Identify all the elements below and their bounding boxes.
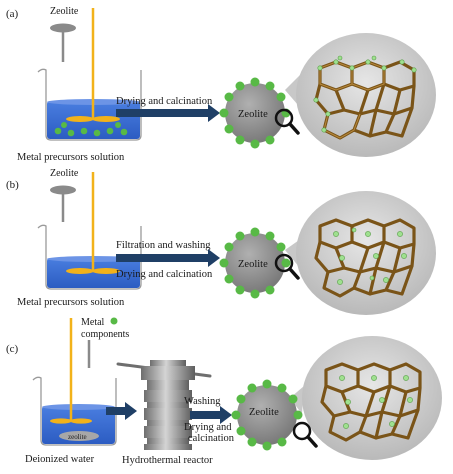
stir-blade: [66, 116, 94, 122]
panel-a-step-label: Drying and calcination: [116, 96, 213, 107]
metal-particle-legend: [110, 317, 118, 325]
stir-blade: [70, 418, 92, 424]
zeolite-bed: [59, 431, 99, 441]
panel-c-particle-label: Zeolite: [249, 407, 279, 418]
magnifier-icon: [274, 108, 300, 135]
panel-b: (b) Zeolite Metal precursors solution Fi…: [6, 168, 436, 315]
panel-a-particle-label: Zeolite: [238, 109, 268, 120]
panel-c-step-label-2: Drying and: [184, 422, 232, 433]
process-arrow: [116, 249, 220, 267]
panel-b-step-label-2: Drying and calcination: [116, 269, 213, 280]
stir-blade: [92, 268, 120, 274]
zeolite-framework-icon: [313, 55, 417, 140]
panel-a: (a) Zeolite Metal precursors solution Dr…: [6, 6, 436, 163]
zeolite-particle: Zeolite: [219, 77, 291, 149]
panel-c-step-label-3: calcination: [188, 433, 235, 444]
panel-c-tag: (c): [6, 343, 19, 355]
beaker-icon: [37, 8, 142, 141]
zoom-bubble: [290, 336, 442, 460]
beaker-icon: zeolite: [32, 318, 117, 446]
zeolite-particle: Zeolite: [219, 227, 291, 299]
panel-a-beaker-caption: Metal precursors solution: [17, 152, 125, 163]
hydrothermal-reactor-icon: [116, 360, 212, 450]
panel-a-tag: (a): [6, 8, 19, 20]
panel-b-step-label-1: Filtration and washing: [116, 240, 211, 251]
beaker-icon: [37, 172, 142, 290]
panel-c: (c) Metal components zeolite Deionized w…: [6, 317, 442, 466]
zeolite-framework-icon: [320, 362, 422, 442]
panel-c-beaker-caption: Deionized water: [25, 454, 95, 465]
stir-blade: [92, 116, 120, 122]
magnifier-icon: [292, 421, 318, 448]
panel-b-particle-label: Zeolite: [238, 259, 268, 270]
zeolite-framework-icon: [314, 218, 416, 298]
zeolite-particle: Zeolite: [231, 379, 303, 451]
panel-b-beaker-caption: Metal precursors solution: [17, 297, 125, 308]
process-arrow: [106, 402, 137, 420]
panel-b-feed-label: Zeolite: [50, 168, 79, 179]
metal-particles: [54, 122, 128, 137]
liquid: [47, 258, 140, 288]
panel-c-step-label-1: Washing: [184, 396, 221, 407]
panel-a-feed-label: Zeolite: [50, 6, 79, 17]
stir-blade: [66, 268, 94, 274]
zoom-bubble: [285, 191, 436, 315]
panel-c-feed-label-2: components: [81, 329, 129, 340]
zoom-bubble: [285, 33, 436, 157]
stir-blade: [50, 418, 72, 424]
process-arrow: [116, 104, 220, 122]
panel-b-tag: (b): [6, 179, 19, 191]
zeolite-feed-disk: [50, 185, 76, 195]
process-arrow: [190, 406, 232, 424]
panel-c-feed-label-1: Metal: [81, 317, 105, 328]
panel-c-reactor-caption: Hydrothermal reactor: [122, 455, 213, 466]
panel-c-beaker-inner-label: zeolite: [68, 433, 87, 441]
zeolite-feed-disk: [50, 23, 76, 33]
magnifier-icon: [274, 253, 300, 280]
